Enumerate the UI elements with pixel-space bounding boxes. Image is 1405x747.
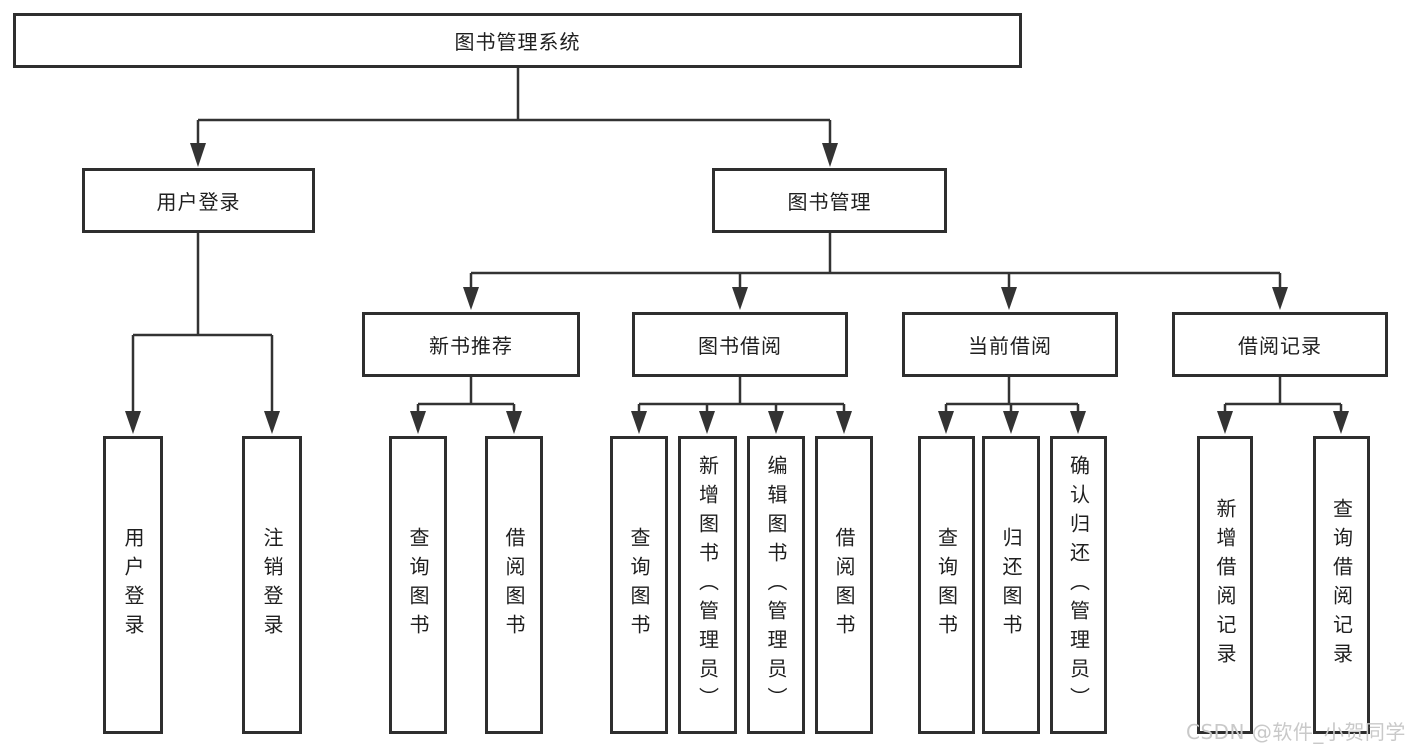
node-new-book-recommend: 新书推荐 bbox=[362, 312, 580, 377]
leaf-add-books-admin: 新增图书（管理员） bbox=[678, 436, 737, 734]
arrow-down-icon bbox=[1333, 411, 1349, 434]
connector-borrowmod-to-leaves bbox=[637, 377, 846, 413]
leaf-logout: 注销登录 bbox=[242, 436, 302, 734]
node-label: 当前借阅 bbox=[968, 334, 1052, 358]
connector-records-to-leaves bbox=[1223, 377, 1343, 413]
arrow-down-icon bbox=[463, 287, 479, 310]
arrow-down-icon bbox=[1272, 287, 1288, 310]
node-label: 归还图书 bbox=[999, 527, 1023, 643]
node-label: 借阅图书 bbox=[502, 527, 526, 643]
arrowheads-current-leaves bbox=[938, 411, 1086, 434]
leaf-add-borrow-record: 新增借阅记录 bbox=[1197, 436, 1253, 734]
arrow-down-icon bbox=[631, 411, 647, 434]
csdn-watermark: CSDN @软件_小贺同学 bbox=[1186, 720, 1405, 744]
arrow-down-icon bbox=[264, 411, 280, 434]
connector-login-to-leaves bbox=[131, 233, 274, 413]
arrow-down-icon bbox=[1003, 411, 1019, 434]
leaf-confirm-return-admin: 确认归还（管理员） bbox=[1050, 436, 1107, 734]
node-label: 图书管理 bbox=[787, 190, 872, 214]
connector-recommend-to-leaves bbox=[416, 377, 516, 413]
arrow-down-icon bbox=[410, 411, 426, 434]
arrow-down-icon bbox=[506, 411, 522, 434]
node-label: 查询借阅记录 bbox=[1329, 498, 1354, 672]
node-label: 用户登录 bbox=[121, 527, 145, 643]
connector-mgmt-to-level3 bbox=[469, 233, 1282, 289]
connector-root-to-level2 bbox=[196, 68, 832, 145]
arrow-down-icon bbox=[190, 143, 206, 167]
arrow-down-icon bbox=[938, 411, 954, 434]
arrow-down-icon bbox=[1001, 287, 1017, 310]
node-label: 新增图书（管理员） bbox=[695, 454, 720, 716]
node-label: 新增借阅记录 bbox=[1213, 498, 1237, 672]
node-label: 用户登录 bbox=[156, 190, 241, 214]
leaf-query-books-current: 查询图书 bbox=[918, 436, 975, 734]
node-label: 新书推荐 bbox=[429, 334, 513, 358]
leaf-borrow-books-recommend: 借阅图书 bbox=[485, 436, 543, 734]
leaf-borrow-books: 借阅图书 bbox=[815, 436, 873, 734]
node-book-management: 图书管理 bbox=[712, 168, 947, 233]
node-label: 借阅记录 bbox=[1238, 334, 1322, 358]
arrow-down-icon bbox=[1217, 411, 1233, 434]
leaf-query-borrow-record: 查询借阅记录 bbox=[1313, 436, 1370, 734]
node-book-borrow: 图书借阅 bbox=[632, 312, 848, 377]
arrowheads-login-leaves bbox=[125, 411, 280, 434]
arrow-down-icon bbox=[836, 411, 852, 434]
node-label: 查询图书 bbox=[934, 527, 959, 643]
arrow-down-icon bbox=[699, 411, 715, 434]
node-label: 确认归还（管理员） bbox=[1066, 454, 1091, 716]
node-label: 借阅图书 bbox=[832, 527, 856, 643]
node-current-borrow: 当前借阅 bbox=[902, 312, 1118, 377]
node-label: 图书管理系统 bbox=[454, 30, 581, 54]
arrowheads-borrowmod-leaves bbox=[631, 411, 852, 434]
arrowheads-level3 bbox=[463, 287, 1288, 310]
arrow-down-icon bbox=[768, 411, 784, 434]
node-label: 查询图书 bbox=[627, 527, 651, 643]
arrow-down-icon bbox=[822, 143, 838, 167]
arrowheads-recommend-leaves bbox=[410, 411, 522, 434]
arrow-down-icon bbox=[732, 287, 748, 310]
node-library-management-system: 图书管理系统 bbox=[13, 13, 1022, 68]
arrowheads-records-leaves bbox=[1217, 411, 1349, 434]
arrowheads-level2 bbox=[190, 143, 838, 167]
leaf-user-login: 用户登录 bbox=[103, 436, 163, 734]
node-borrow-records: 借阅记录 bbox=[1172, 312, 1388, 377]
leaf-query-books: 查询图书 bbox=[610, 436, 668, 734]
connector-current-to-leaves bbox=[944, 377, 1080, 413]
leaf-edit-books-admin: 编辑图书（管理员） bbox=[747, 436, 805, 734]
node-label: 图书借阅 bbox=[698, 334, 782, 358]
leaf-return-books: 归还图书 bbox=[982, 436, 1040, 734]
leaf-query-books-recommend: 查询图书 bbox=[389, 436, 447, 734]
node-label: 查询图书 bbox=[406, 527, 430, 643]
node-label: 注销登录 bbox=[260, 527, 284, 643]
node-user-login: 用户登录 bbox=[82, 168, 315, 233]
arrow-down-icon bbox=[125, 411, 141, 434]
arrow-down-icon bbox=[1070, 411, 1086, 434]
node-label: 编辑图书（管理员） bbox=[764, 454, 788, 716]
